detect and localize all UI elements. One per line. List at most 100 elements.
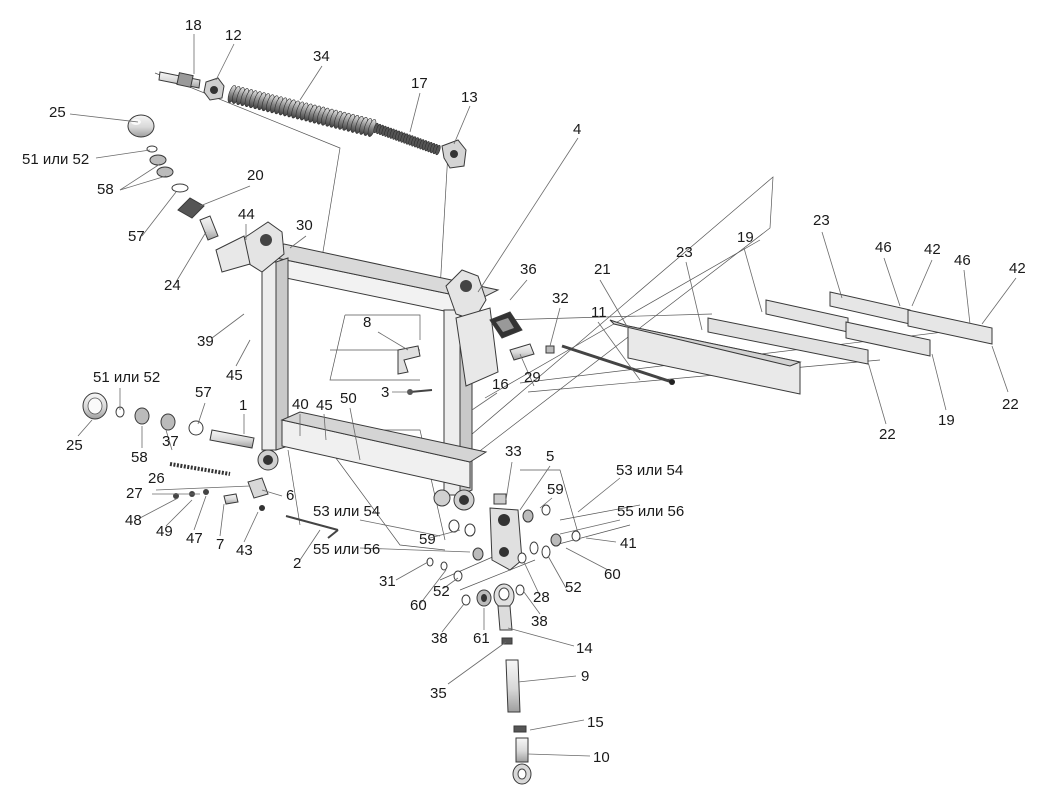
- callout-24: 24: [164, 277, 181, 294]
- callout-22: 22: [879, 426, 896, 443]
- rod-end-10: [512, 737, 532, 785]
- callout-51-or-52: 51 или 52: [22, 151, 89, 168]
- pad-36: [489, 311, 523, 339]
- callout-60: 60: [410, 597, 427, 614]
- plate-20: [177, 197, 205, 219]
- knob-25-left: [82, 392, 108, 420]
- callout-58: 58: [97, 181, 114, 198]
- callout-25: 25: [49, 104, 66, 121]
- callout-4: 4: [573, 121, 581, 138]
- callout-5: 5: [546, 448, 554, 465]
- callout-29: 29: [524, 369, 541, 386]
- callout-13: 13: [461, 89, 478, 106]
- callout-26: 26: [148, 470, 165, 487]
- callout-44: 44: [238, 206, 255, 223]
- callout-35: 35: [430, 685, 447, 702]
- rod-11: [561, 344, 675, 385]
- callout-53-or-54: 53 или 54: [313, 503, 380, 520]
- callout-46: 46: [875, 239, 892, 256]
- rod-end-14: [493, 583, 515, 631]
- callout-39: 39: [197, 333, 214, 350]
- small-fasteners-left: [173, 489, 265, 511]
- rod-2: [285, 515, 339, 539]
- handle-8: [397, 345, 421, 375]
- callout-32: 32: [552, 290, 569, 307]
- washers-top: [146, 145, 189, 193]
- callout-11: 11: [591, 304, 607, 321]
- callout-40: 40: [292, 396, 309, 413]
- callout-3: 3: [381, 384, 389, 401]
- callout-8: 8: [363, 314, 371, 331]
- callout-42: 42: [924, 241, 941, 258]
- callout-38: 38: [431, 630, 448, 647]
- spring-17: [373, 122, 441, 156]
- callout-55-or-56: 55 или 56: [313, 541, 380, 558]
- shaft-1: [209, 429, 255, 449]
- bracket-6: [247, 477, 269, 499]
- plate-21: [609, 319, 802, 395]
- callout-9: 9: [581, 668, 589, 685]
- washers-left: [115, 406, 204, 436]
- callout-60: 60: [604, 566, 621, 583]
- callout-31: 31: [379, 573, 396, 590]
- callout-2: 2: [293, 555, 301, 572]
- callout-59: 59: [547, 481, 564, 498]
- pin-32: [509, 343, 555, 361]
- callout-55-or-56: 55 или 56: [617, 503, 684, 520]
- callout-36: 36: [520, 261, 537, 278]
- callout-58: 58: [131, 449, 148, 466]
- bracket-13: [441, 139, 467, 169]
- callout-23: 23: [813, 212, 830, 229]
- bolt-24: [199, 215, 219, 241]
- callout-37: 37: [162, 433, 179, 450]
- callout-49: 49: [156, 523, 173, 540]
- strip-22-right: [907, 309, 993, 345]
- callout-59: 59: [419, 531, 436, 548]
- callout-23: 23: [676, 244, 693, 261]
- callout-34: 34: [313, 48, 330, 65]
- callout-7: 7: [216, 536, 224, 553]
- callout-15: 15: [587, 714, 604, 731]
- callout-51-or-52: 51 или 52: [93, 369, 160, 386]
- callout-19: 19: [737, 229, 754, 246]
- callout-17: 17: [411, 75, 428, 92]
- callout-12: 12: [225, 27, 242, 44]
- callout-10: 10: [593, 749, 610, 766]
- callout-28: 28: [533, 589, 550, 606]
- main-frame: [215, 221, 500, 511]
- callout-14: 14: [576, 640, 593, 657]
- callout-47: 47: [186, 530, 203, 547]
- callout-27: 27: [126, 485, 143, 502]
- callout-57: 57: [195, 384, 212, 401]
- callout-16: 16: [492, 376, 509, 393]
- threaded-rod-9: [505, 659, 521, 713]
- callout-18: 18: [185, 17, 202, 34]
- bolt-3: [407, 389, 433, 395]
- spring-34: [227, 85, 377, 137]
- fitting-33: [493, 493, 507, 505]
- bushing-61: [461, 584, 525, 607]
- strip-23-mid: [707, 317, 869, 365]
- nut-15: [513, 725, 527, 733]
- callout-46: 46: [954, 252, 971, 269]
- callout-50: 50: [340, 390, 357, 407]
- callout-19: 19: [938, 412, 955, 429]
- callout-33: 33: [505, 443, 522, 460]
- callout-6: 6: [286, 487, 294, 504]
- callout-43: 43: [236, 542, 253, 559]
- nut-35: [501, 637, 513, 645]
- callout-52: 52: [433, 583, 450, 600]
- callout-20: 20: [247, 167, 264, 184]
- shaft-18: [158, 71, 201, 89]
- callout-21: 21: [594, 261, 611, 278]
- bracket-12: [203, 77, 225, 101]
- callout-45: 45: [316, 397, 333, 414]
- callout-41: 41: [620, 535, 637, 552]
- knob-25-top: [127, 114, 155, 138]
- callout-45: 45: [226, 367, 243, 384]
- lever-5: [489, 507, 523, 571]
- callout-61: 61: [473, 630, 490, 647]
- leader-lines: [69, 34, 1017, 757]
- callout-57: 57: [128, 228, 145, 245]
